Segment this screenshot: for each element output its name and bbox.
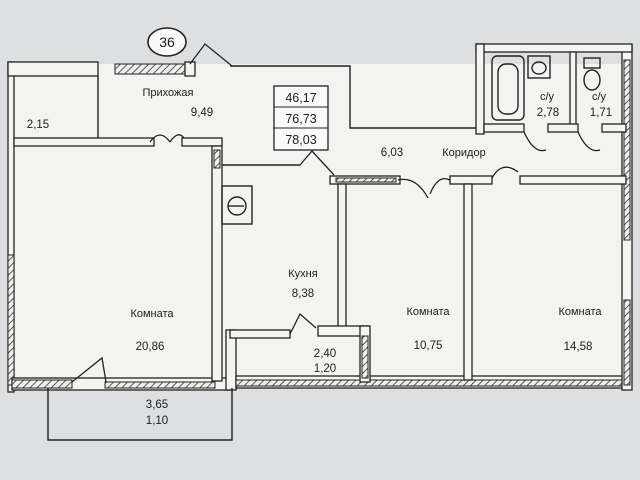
stove-icon xyxy=(221,185,253,225)
area-summary: 46,17 76,73 78,03 xyxy=(273,85,329,151)
corridor-label: Коридор xyxy=(442,147,485,159)
toilet-fixture xyxy=(583,57,601,91)
total-area-with-balcony: 78,03 xyxy=(285,133,316,147)
bath1-area: 2,78 xyxy=(537,107,559,119)
door-swings xyxy=(71,43,601,383)
balcony-reduced-area: 1,10 xyxy=(146,415,168,427)
loggia-reduced-area: 1,20 xyxy=(314,363,336,375)
apartment-number: 36 xyxy=(159,34,175,50)
hall-area: 9,49 xyxy=(191,107,213,119)
closet-area: 2,15 xyxy=(27,119,49,131)
balcony-outline xyxy=(47,388,233,441)
apartment-number-badge xyxy=(147,27,187,57)
total-area: 76,73 xyxy=(285,112,316,126)
room1-area: 20,86 xyxy=(136,341,165,353)
loggia-area: 2,40 xyxy=(314,348,336,360)
room2-area: 10,75 xyxy=(414,340,443,352)
bath2-label: с/у xyxy=(592,91,607,103)
room1-label: Комната xyxy=(130,308,174,320)
living-area: 46,17 xyxy=(285,91,316,105)
hall-label: Прихожая xyxy=(143,87,194,99)
balcony-area: 3,65 xyxy=(146,399,168,411)
corridor-area: 6,03 xyxy=(381,147,403,159)
interior-walls xyxy=(13,76,627,383)
top-walls xyxy=(230,43,633,135)
outer-walls xyxy=(7,44,633,393)
kitchen-area: 8,38 xyxy=(292,288,314,300)
sink-fixture xyxy=(527,55,551,79)
room3-label: Комната xyxy=(558,306,602,318)
kitchen-label: Кухня xyxy=(288,268,317,280)
room2-label: Комната xyxy=(406,306,450,318)
bathtub-fixture xyxy=(491,55,525,121)
room3-area: 14,58 xyxy=(564,341,593,353)
bath1-label: с/у xyxy=(540,91,555,103)
bath2-area: 1,71 xyxy=(590,107,612,119)
